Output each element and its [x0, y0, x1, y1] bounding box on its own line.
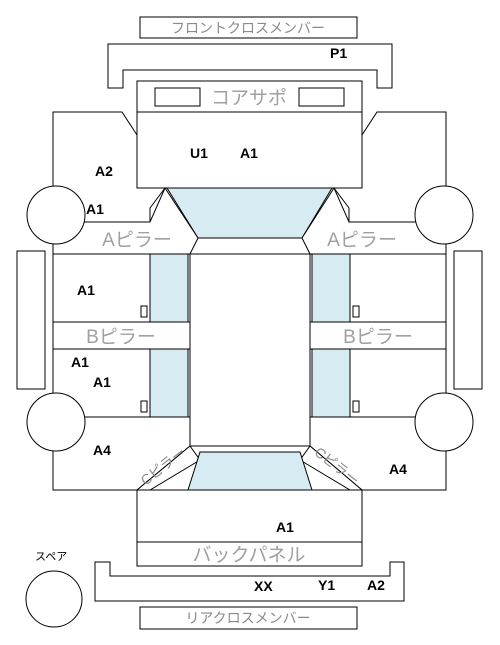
hood-code-a: A1 — [240, 145, 258, 161]
back-panel[interactable] — [136, 541, 363, 567]
trunk-code: A1 — [276, 519, 294, 535]
roof[interactable] — [189, 253, 311, 447]
left-rear-door-code-top: A1 — [71, 354, 89, 370]
left-side-sill[interactable] — [16, 250, 46, 390]
rear-cross-member[interactable] — [139, 606, 358, 630]
left-headlight — [154, 87, 201, 107]
front-member-code: P1 — [330, 45, 347, 61]
front-member-bracket[interactable] — [107, 43, 393, 89]
hood-code-u: U1 — [190, 145, 208, 161]
left-a-pillar-label: Aピラー — [102, 230, 172, 251]
right-a-pillar-label: Aピラー — [327, 230, 397, 251]
rear-member-code-xx: XX — [254, 578, 273, 594]
rear-window[interactable] — [187, 451, 313, 491]
left-front-wheel-code: A1 — [86, 201, 104, 217]
spare-tire[interactable] — [25, 570, 83, 628]
rear-member-bracket[interactable] — [94, 561, 405, 602]
trunk-lid[interactable] — [136, 489, 363, 543]
right-b-pillar[interactable] — [309, 321, 447, 350]
left-rear-wheel[interactable] — [26, 392, 86, 452]
back-panel-label: バックパネル — [192, 544, 305, 566]
left-b-pillar[interactable] — [52, 321, 191, 350]
front-cross-member-label: フロントクロスメンバー — [171, 20, 325, 36]
left-front-fender-code: A2 — [95, 163, 113, 179]
right-side-sill[interactable] — [453, 250, 483, 390]
right-rear-wheel[interactable] — [414, 392, 474, 452]
right-front-door-glass — [311, 253, 351, 323]
left-rear-door-handle — [140, 400, 148, 413]
left-rear-quarter-code: A4 — [93, 442, 111, 458]
left-front-door-code: A1 — [77, 282, 95, 298]
left-b-pillar-label: Bピラー — [86, 327, 156, 348]
core-support-label: コアサポ — [211, 87, 287, 109]
left-rear-door-code: A1 — [93, 374, 111, 390]
rear-cross-member-label: リアクロスメンバー — [185, 610, 310, 626]
right-front-door-handle — [352, 305, 360, 318]
left-front-wheel[interactable] — [26, 185, 86, 245]
right-front-wheel[interactable] — [414, 185, 474, 245]
right-rear-door-handle — [352, 400, 360, 413]
left-front-door-glass — [149, 253, 189, 323]
right-rear-quarter-code: A4 — [389, 461, 407, 477]
spare-label: スペア — [35, 551, 67, 563]
hood[interactable] — [136, 111, 363, 189]
left-front-door-handle — [140, 305, 148, 318]
left-rear-door-glass — [149, 348, 189, 418]
right-rear-door-glass — [311, 348, 351, 418]
rear-member-code-y: Y1 — [318, 577, 335, 593]
front-cross-member[interactable] — [139, 16, 358, 39]
right-b-pillar-label: Bピラー — [343, 327, 413, 348]
rear-member-code-a: A2 — [367, 577, 385, 593]
right-headlight — [298, 87, 345, 107]
